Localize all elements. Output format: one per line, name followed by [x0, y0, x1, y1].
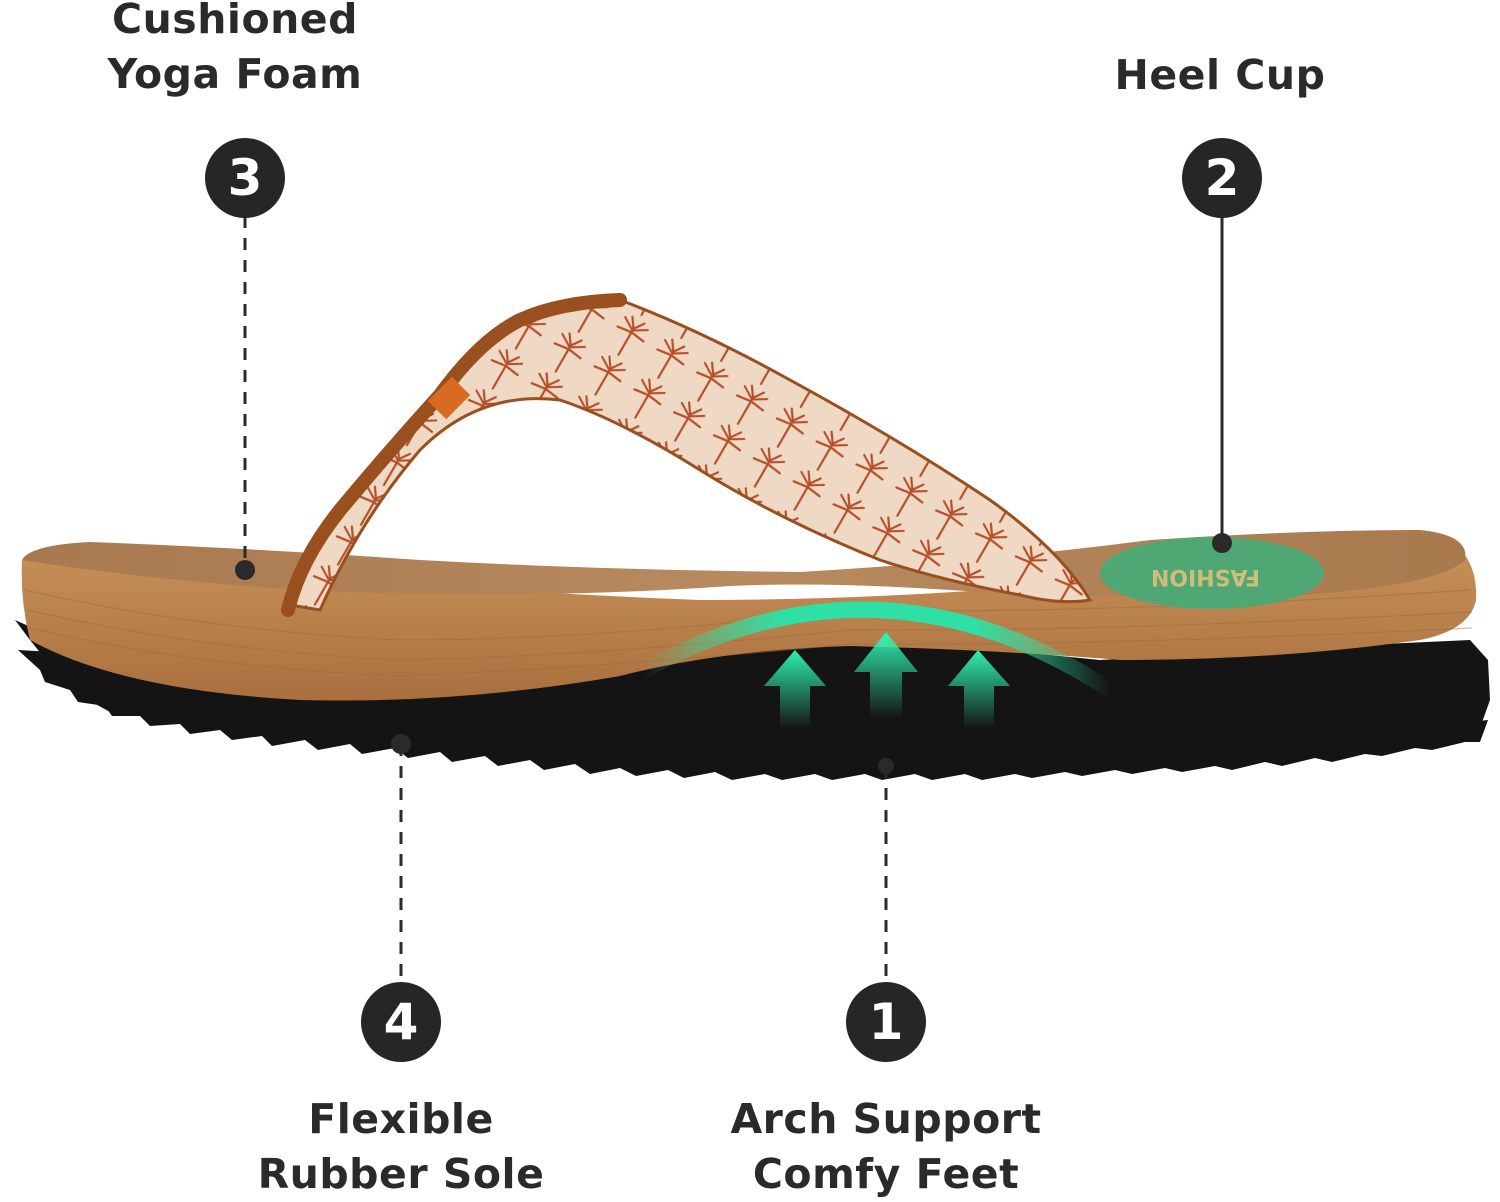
leader-dot-1 [878, 758, 894, 774]
callout-label-heel-cup: Heel Cup [1070, 48, 1370, 103]
callout-line: Heel Cup [1114, 51, 1326, 99]
leader-dot-4 [391, 734, 411, 754]
callout-line: Cushioned [112, 0, 358, 43]
callout-badge-1: 1 [846, 982, 926, 1062]
callout-line: Yoga Foam [107, 50, 363, 98]
strap-tag [427, 376, 471, 420]
callout-line: Comfy Feet [752, 1150, 1020, 1198]
callout-label-cushioned-yoga-foam: Cushioned Yoga Foam [80, 0, 390, 102]
callout-line: Flexible [308, 1095, 494, 1143]
leader-dot-2 [1212, 533, 1232, 553]
callout-label-arch-support-comfy-feet: Arch Support Comfy Feet [706, 1092, 1066, 1202]
svg-text:FASHION: FASHION [1151, 564, 1260, 589]
callout-badge-4: 4 [361, 982, 441, 1062]
callout-label-flexible-rubber-sole: Flexible Rubber Sole [226, 1092, 576, 1202]
leader-dot-3 [235, 560, 255, 580]
arch-support-arc [637, 601, 1118, 698]
callout-line: Rubber Sole [257, 1150, 545, 1198]
callout-badge-2: 2 [1182, 138, 1262, 218]
up-arrow-icon [764, 632, 1010, 728]
callout-badge-3: 3 [205, 138, 285, 218]
heel-cup-pad [1100, 537, 1324, 609]
callout-line: Arch Support [730, 1095, 1042, 1143]
